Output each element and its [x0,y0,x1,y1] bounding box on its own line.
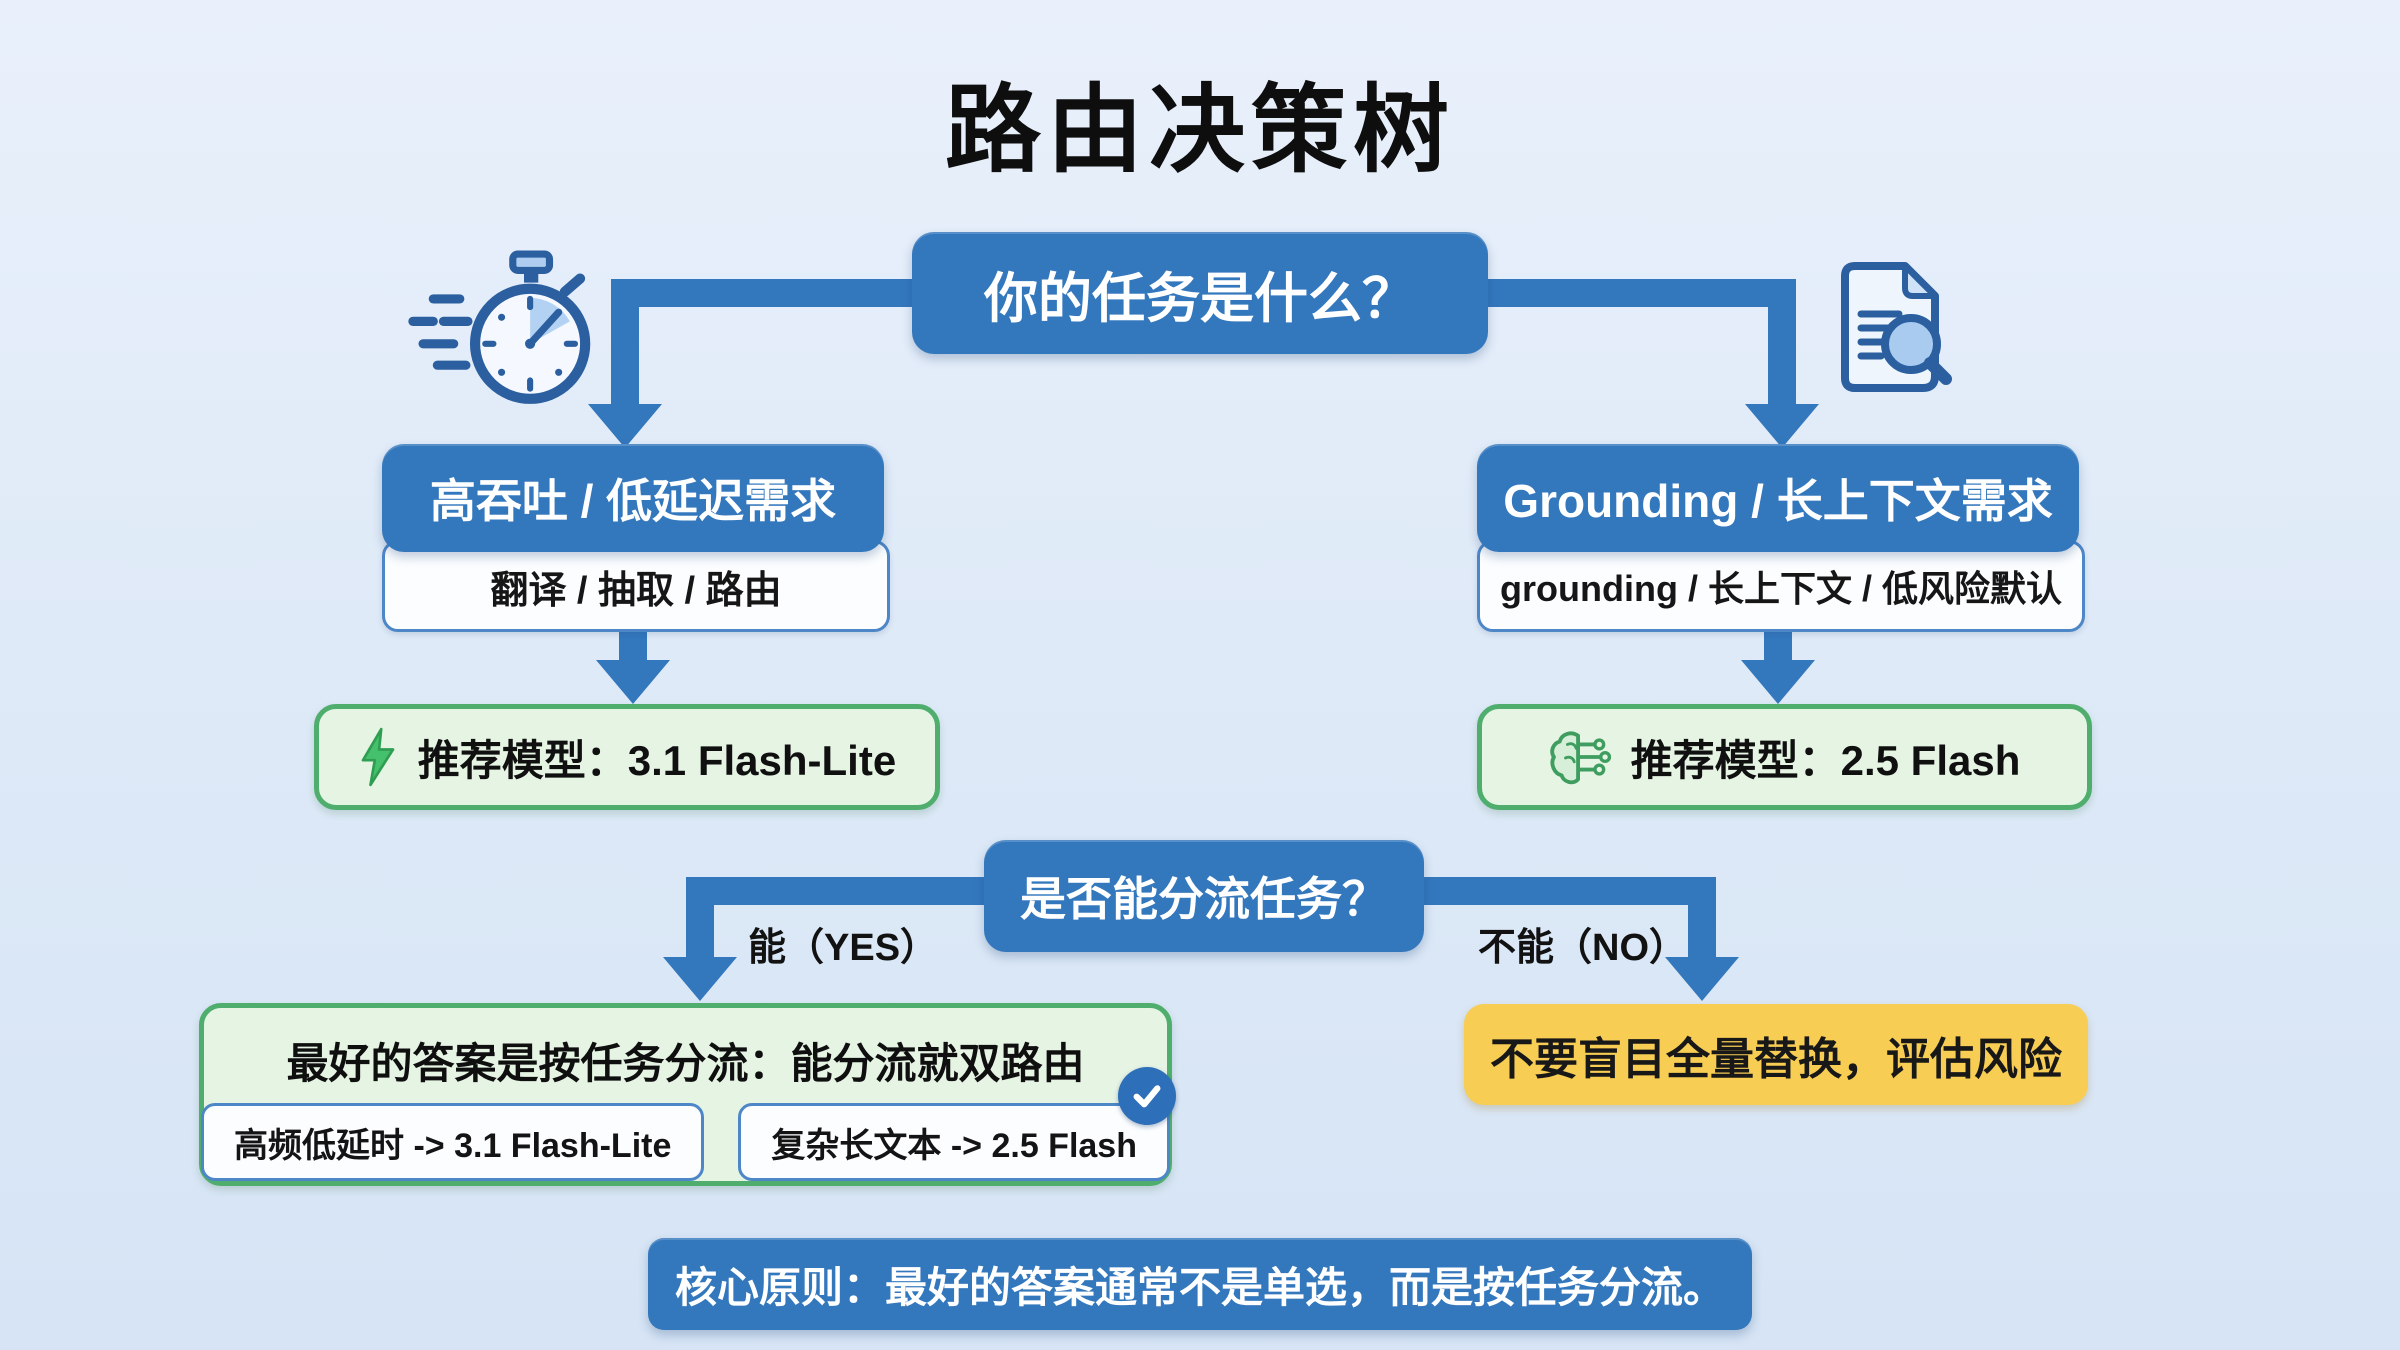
yes-label: 能（YES） [748,927,939,969]
left-recommendation-box: 推荐模型：3.1 Flash-Lite [314,704,940,810]
risk-warning-box: 不要盲目全量替换，评估风险 [1464,1004,2088,1105]
check-icon [1118,1067,1176,1125]
connector-segment [611,279,639,409]
page-title: 路由决策树 [945,77,1455,184]
brain-icon [1549,731,1611,785]
route-item-text: 复杂长文本 -> 2.5 Flash [771,1126,1137,1165]
split-strategy-box: 最好的答案是按任务分流：能分流就双路由 高频低延时 -> 3.1 Flash-L… [199,1003,1172,1186]
arrow-down-icon [1741,660,1815,704]
left-recommendation-text: 推荐模型：3.1 Flash-Lite [417,736,897,784]
decision-question-text: 是否能分流任务？ [1020,873,1388,925]
arrow-down-icon [1665,957,1739,1001]
right-condition-text: Grounding / 长上下文需求 [1503,475,2053,527]
right-examples-box: grounding / 长上下文 / 低风险默认 [1477,540,2085,632]
root-question-box: 你的任务是什么？ [912,232,1488,354]
route-item-flash: 复杂长文本 -> 2.5 Flash [738,1103,1170,1181]
lightning-icon [361,727,395,787]
connector-segment [1768,279,1796,409]
right-examples-text: grounding / 长上下文 / 低风险默认 [1500,568,2062,609]
connector-segment [686,877,714,963]
split-headline: 最好的答案是按任务分流：能分流就双路由 [286,1040,1085,1087]
right-condition-box: Grounding / 长上下文需求 [1477,444,2079,552]
arrow-down-icon [588,404,662,448]
principle-banner: 核心原则：最好的答案通常不是单选，而是按任务分流。 [648,1238,1752,1330]
no-label: 不能（NO） [1478,927,1688,969]
stopwatch-icon [408,250,591,404]
arrow-down-icon [663,957,737,1001]
left-condition-text: 高吞吐 / 低延迟需求 [429,475,837,527]
route-item-text: 高频低延时 -> 3.1 Flash-Lite [234,1126,672,1165]
left-examples-box: 翻译 / 抽取 / 路由 [382,540,890,632]
root-question-text: 你的任务是什么？ [984,268,1416,329]
route-item-flash-lite: 高频低延时 -> 3.1 Flash-Lite [201,1103,705,1181]
route-list: 高频低延时 -> 3.1 Flash-Lite 复杂长文本 -> 2.5 Fla… [201,1103,1170,1181]
left-examples-text: 翻译 / 抽取 / 路由 [490,569,782,612]
arrow-down-icon [1745,404,1819,448]
connector-segment [1488,279,1796,307]
arrow-down-icon [596,660,670,704]
principle-text: 核心原则：最好的答案通常不是单选，而是按任务分流。 [674,1263,1725,1311]
connector-segment [1424,877,1716,905]
connector-segment [611,279,912,307]
risk-warning-text: 不要盲目全量替换，评估风险 [1490,1034,2062,1084]
connector-segment [686,877,984,905]
left-condition-box: 高吞吐 / 低延迟需求 [382,444,884,552]
decision-question-box: 是否能分流任务？ [984,840,1424,952]
right-recommendation-box: 推荐模型：2.5 Flash [1477,704,2092,810]
document-search-icon [1841,262,1952,392]
right-recommendation-text: 推荐模型：2.5 Flash [1630,736,2021,784]
connector-segment [1688,877,1716,963]
